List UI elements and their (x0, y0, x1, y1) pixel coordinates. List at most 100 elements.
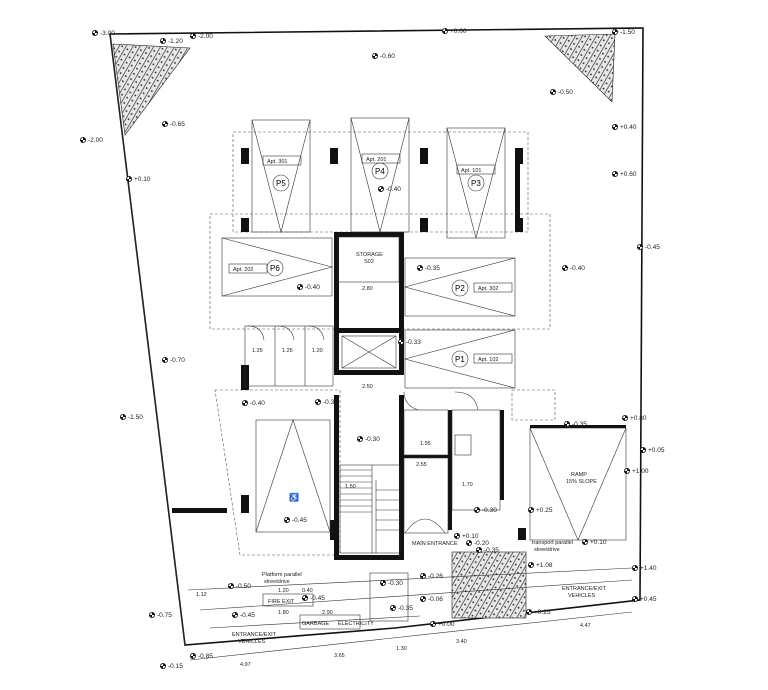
level-marker-fill (474, 507, 480, 513)
level-label: -0.35 (398, 605, 413, 612)
level-label: +0.80 (630, 415, 647, 422)
level-label: +0.10 (462, 533, 479, 540)
ramp-label: RAMP (571, 472, 587, 478)
parking-id: P4 (375, 167, 385, 176)
level-marker-fill (126, 176, 132, 182)
apartment-labels: Apt. 301 Apt. 201 Apt. 101 Apt. 202 Apt.… (233, 157, 499, 363)
level-marker-fill (80, 137, 86, 143)
level-label: +0.25 (534, 609, 551, 616)
level-marker-fill (564, 421, 570, 427)
platform-note: Platform parallel (262, 572, 302, 578)
level-label: -0.30 (482, 507, 497, 514)
level-label: -0.35 (572, 421, 587, 428)
level-marker-fill (622, 415, 628, 421)
level-marker-fill (92, 30, 98, 36)
level-marker-fill (612, 171, 618, 177)
ramp-slope-label: 15% SLOPE (566, 479, 597, 485)
dimension: 0.40 (302, 588, 313, 594)
entrance-exit-label: ENTRANCE/EXIT (232, 632, 277, 638)
level-marker-fill (160, 663, 166, 669)
entrance-exit-label: ENTRANCE/EXIT (562, 586, 607, 592)
dimension: 3.40 (456, 639, 467, 645)
planter-entrance (451, 551, 527, 619)
level-marker-fill (302, 595, 308, 601)
level-marker-fill (632, 596, 638, 602)
level-marker-fill (624, 468, 630, 474)
dimension: 1.25 (252, 348, 263, 354)
level-marker-fill (378, 186, 384, 192)
level-label: +0.40 (620, 124, 637, 131)
level-marker-fill (420, 596, 426, 602)
level-label: -0.26 (428, 573, 443, 580)
level-label: +0.00 (450, 28, 467, 35)
level-marker-fill (242, 400, 248, 406)
lift-shaft (341, 335, 397, 369)
level-marker-fill (637, 244, 643, 250)
dimension: 3.65 (334, 653, 345, 659)
level-label: -0.30 (365, 436, 380, 443)
transport-note: transport parallel (532, 540, 573, 546)
level-label: -0.50 (236, 583, 251, 590)
apartment-label: Apt. 101 (461, 168, 482, 174)
dimension: 1.30 (396, 646, 407, 652)
storage-label: STORAGE (356, 252, 383, 258)
ramp (529, 425, 627, 541)
level-marker-fill (417, 265, 423, 271)
level-marker-fill (466, 540, 472, 546)
level-marker-fill (582, 539, 588, 545)
level-marker-fill (640, 447, 646, 453)
level-label: +1.08 (536, 562, 553, 569)
level-labels: -3.00 -1.20 -2.00 +0.00 -1.50 -0.60 -0.5… (88, 28, 665, 670)
dimension: 1.80 (278, 610, 289, 616)
level-label: -1.50 (620, 29, 635, 36)
apartment-label: Apt. 301 (267, 159, 288, 165)
level-label: -0.50 (558, 89, 573, 96)
apartment-label: Apt. 102 (478, 357, 499, 363)
parking-id: P6 (270, 264, 280, 273)
level-marker-fill (190, 653, 196, 659)
level-label: +0.45 (640, 596, 657, 603)
parking-p2 (403, 257, 516, 317)
dimension: 2.55 (416, 462, 427, 468)
level-label: -0.35 (425, 265, 440, 272)
room-labels: STORAGE S02 RAMP 15% SLOPE MAIN ENTRANCE… (232, 252, 607, 645)
level-marker-fill (149, 612, 155, 618)
level-label: -3.00 (100, 30, 115, 37)
parking-id: P1 (455, 355, 465, 364)
parking-id: P2 (455, 284, 465, 293)
level-label: -0.32 (323, 399, 338, 406)
apartment-label: Apt. 201 (366, 157, 387, 163)
dimension: 1.20 (312, 348, 323, 354)
storage-room (337, 236, 400, 283)
level-marker-fill (315, 399, 321, 405)
parking-id: P5 (276, 179, 286, 188)
level-marker-fill (372, 53, 378, 59)
level-marker-fill (526, 609, 532, 615)
dimension-labels: 1.25 1.25 1.20 2.80 2.50 1.95 2.55 1.70 … (196, 286, 591, 668)
level-marker-fill (528, 507, 534, 513)
dimension: 1.95 (420, 441, 431, 447)
level-marker-fill (390, 605, 396, 611)
level-label: +0.25 (536, 507, 553, 514)
level-marker-fill (380, 580, 386, 586)
level-marker-fill (550, 89, 556, 95)
level-label: -0.40 (250, 400, 265, 407)
level-marker-fill (162, 357, 168, 363)
main-entrance-label: MAIN ENTRANCE (412, 541, 458, 547)
level-label: -0.65 (170, 121, 185, 128)
transport-note-2: streetdrive (534, 547, 560, 553)
level-marker-fill (612, 29, 618, 35)
fire-exit-label: FIRE EXIT (268, 599, 295, 605)
level-label: -0.45 (310, 595, 325, 602)
electricity-label: ELECTRICITY (338, 621, 374, 627)
storage-bays (244, 325, 334, 387)
level-label: -0.60 (380, 53, 395, 60)
level-label: -2.00 (198, 33, 213, 40)
level-marker-fill (398, 339, 404, 345)
level-label: +0.00 (438, 621, 455, 628)
level-label: -0.45 (645, 244, 660, 251)
apartment-label: Apt. 202 (233, 267, 254, 273)
dimension: 1.12 (196, 592, 207, 598)
level-label: +0.10 (590, 539, 607, 546)
